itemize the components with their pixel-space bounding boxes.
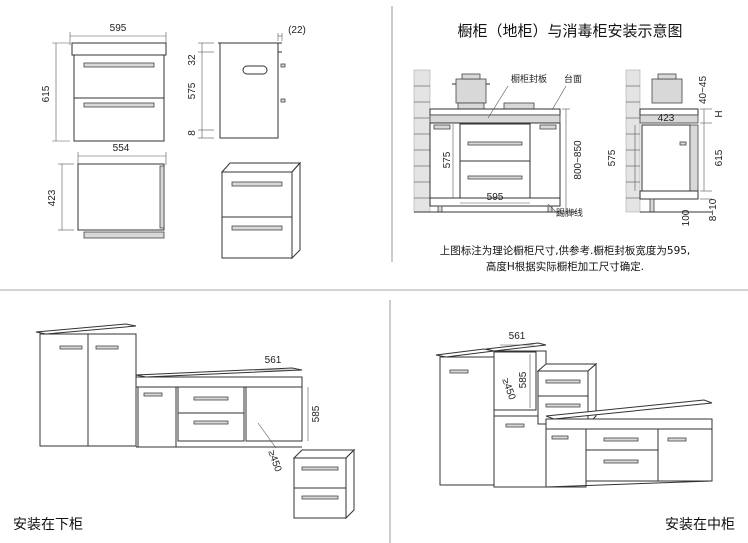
burner: [503, 102, 535, 110]
panel1-front-view: 595 615: [41, 23, 167, 142]
dim-opening-height: 800~850: [573, 140, 584, 180]
dim-side-offset: (22): [288, 25, 306, 36]
countertop: [429, 108, 561, 116]
dim-width-595: 595: [487, 192, 504, 203]
panel2-front-schematic: 橱柜封板 台面 踢脚线 595 575 800~850: [413, 69, 584, 219]
wall-left: [413, 69, 431, 213]
dim-615: 615: [714, 149, 725, 166]
label-countertop: 台面: [564, 73, 582, 85]
panel1-perspective-view: [220, 161, 302, 260]
note-line-1: 上图标注为理论橱柜尺寸,供参考.橱柜封板宽度为595,: [440, 244, 691, 257]
p3-dim-depth: ≥450: [265, 449, 283, 474]
lower-opening: [245, 386, 303, 442]
p4-dim-height: 585: [518, 371, 529, 388]
caption-middle: 安装在中柜: [665, 517, 735, 533]
panel4-middle-cabinet-scene: 561 585 ≥450: [435, 331, 713, 488]
dim-side-575: 575: [607, 149, 618, 166]
wall-right: [625, 69, 641, 213]
persp-upper-handle: [231, 181, 283, 187]
note-line-2: 高度H根据实际橱柜加工尺寸确定.: [486, 260, 644, 273]
sterilizer-side: [641, 124, 691, 192]
persp-lower-handle: [231, 225, 283, 231]
panel1-top-view: 554 423: [47, 143, 167, 239]
upper-drawer-handle: [83, 62, 155, 68]
panel2-title: 橱柜（地柜）与消毒柜安装示意图: [457, 22, 682, 40]
dim-top-range: 40~45: [698, 76, 709, 105]
lower-drawer-handle: [83, 102, 155, 108]
label-kickboard: 踢脚线: [556, 207, 583, 219]
dim-top-depth: 423: [47, 189, 58, 206]
middle-opening: [493, 351, 537, 411]
p3-dim-height: 585: [311, 405, 322, 422]
dim-depth-423: 423: [658, 113, 675, 124]
dim-top-width: 554: [113, 143, 130, 154]
dim-side-bottom: 8: [187, 130, 198, 136]
label-cabinet-seal: 橱柜封板: [511, 73, 547, 85]
dim-height-575: 575: [442, 151, 453, 168]
dim-side-top: 32: [187, 54, 198, 66]
dim-front-height: 615: [41, 85, 52, 102]
dim-side-height: 575: [187, 82, 198, 99]
dim-front-width: 595: [110, 23, 127, 34]
panel2-side-schematic: 423 575 40~45 H 615 100 8~10: [607, 69, 725, 226]
side-vent: [242, 65, 268, 75]
dim-8-10: 8~10: [708, 198, 719, 221]
dim-100: 100: [681, 209, 692, 226]
panel3-lower-cabinet-scene: 561 585 ≥450: [35, 323, 356, 520]
dim-h: H: [714, 110, 725, 117]
pot: [455, 78, 487, 104]
p4-dim-width: 561: [509, 331, 526, 342]
caption-lower: 安装在下柜: [13, 517, 83, 533]
top-view-front-panel: [83, 231, 165, 239]
p3-dim-width: 561: [265, 355, 282, 366]
panel1-side-view: 32 575 8 (22): [187, 25, 306, 139]
side-pot: [651, 78, 683, 104]
